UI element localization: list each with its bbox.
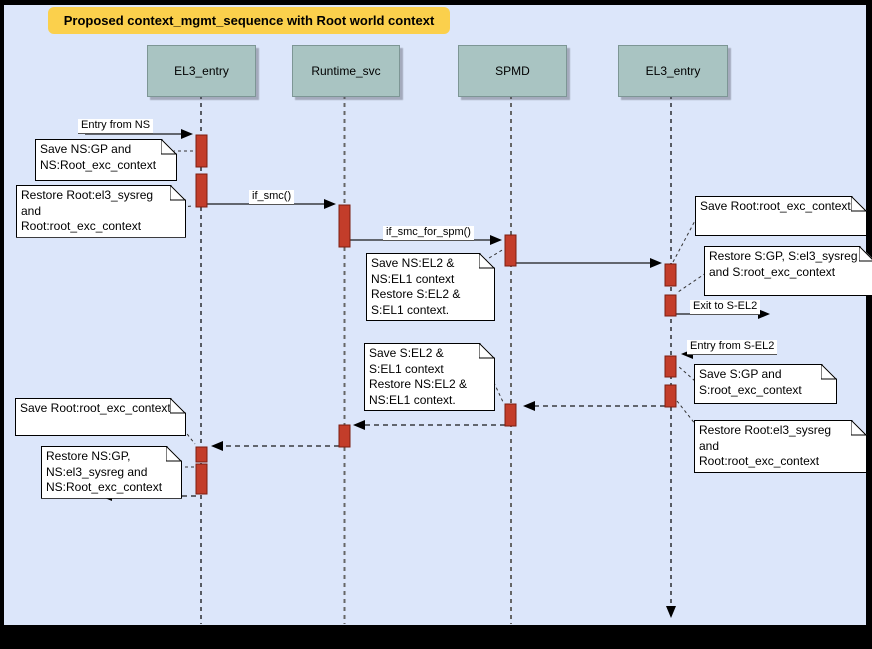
activation-bar [664, 294, 677, 317]
message-label-entry-from-ns: Entry from NS [78, 119, 154, 134]
message-label-entry-from-s-el2: Entry from S-EL2 [687, 340, 778, 355]
note-fold-icon [170, 398, 186, 414]
note-text: Save Root:root_exc_context [20, 401, 171, 415]
note-save-ns-gp: Save NS:GP and NS:Root_exc_context [35, 139, 177, 181]
note-connector [175, 419, 196, 445]
note-fold-icon [170, 185, 186, 201]
lifeline-label: Runtime_svc [311, 64, 381, 78]
note-connector [677, 365, 696, 382]
lifeline-header-el3-entry-left: EL3_entry [147, 45, 256, 97]
note-connector [672, 216, 698, 263]
note-save-s-el2: Save S:EL2 & S:EL1 context Restore NS:EL… [364, 343, 495, 411]
note-fold-icon [821, 364, 837, 380]
lifeline-label: EL3_entry [174, 64, 229, 78]
note-fold-icon [851, 196, 867, 212]
note-fold-icon [166, 446, 182, 462]
note-text: Save S:EL2 & S:EL1 context Restore NS:EL… [369, 346, 468, 407]
note-save-root-exc-right: Save Root:root_exc_context [695, 196, 867, 236]
activation-bar [338, 204, 351, 248]
lifeline-label: EL3_entry [645, 64, 701, 78]
activation-bar [664, 263, 677, 287]
activation-bar [195, 446, 208, 463]
activation-bar [504, 403, 517, 427]
note-text: Save NS:EL2 & NS:EL1 context Restore S:E… [371, 256, 461, 317]
note-connector [483, 248, 505, 262]
note-fold-icon [479, 343, 495, 359]
note-restore-ns-gp: Restore NS:GP, NS:el3_sysreg and NS:Root… [41, 446, 182, 499]
lifeline-label: SPMD [495, 64, 530, 78]
note-connector [677, 272, 707, 293]
note-fold-icon [161, 139, 177, 155]
note-fold-icon [479, 253, 495, 269]
note-text: Restore NS:GP, NS:el3_sysreg and NS:Root… [46, 449, 163, 495]
note-restore-root-el3-sysreg-left: Restore Root:el3_sysreg and Root:root_ex… [16, 185, 186, 238]
note-text: Restore Root:el3_sysreg and Root:root_ex… [699, 423, 832, 469]
activation-bars [195, 134, 677, 495]
activation-bar [664, 384, 677, 408]
note-restore-root-el3-sysreg-right: Restore Root:el3_sysreg and Root:root_ex… [694, 420, 867, 473]
note-text: Save Root:root_exc_context [700, 199, 851, 213]
activation-bar [195, 134, 208, 168]
activation-bar [195, 173, 208, 208]
activation-bar [195, 463, 208, 495]
note-save-root-exc-left: Save Root:root_exc_context [15, 398, 186, 436]
diagram-title: Proposed context_mgmt_sequence with Root… [48, 7, 450, 34]
note-connector [676, 400, 697, 426]
note-text: Restore Root:el3_sysreg and Root:root_ex… [21, 188, 154, 234]
lifeline-header-runtime-svc: Runtime_svc [292, 45, 400, 97]
note-text: Save NS:GP and NS:Root_exc_context [40, 142, 157, 172]
activation-bar [504, 234, 517, 267]
message-label-if-smc-for-spm: if_smc_for_spm() [383, 226, 474, 241]
lifeline-header-el3-entry-right: EL3_entry [618, 45, 728, 97]
activation-bar [664, 355, 677, 378]
note-save-ns-el2: Save NS:EL2 & NS:EL1 context Restore S:E… [366, 253, 495, 321]
note-text: Save S:GP and S:root_exc_context [699, 367, 802, 397]
message-label-exit-to-s-el2: Exit to S-EL2 [690, 300, 761, 315]
message-label-if-smc: if_smc() [249, 190, 295, 205]
note-text: Restore S:GP, S:el3_sysreg and S:root_ex… [709, 249, 858, 279]
note-restore-s-gp: Restore S:GP, S:el3_sysreg and S:root_ex… [704, 246, 872, 296]
lifeline-header-spmd: SPMD [458, 45, 567, 97]
activation-bar [338, 424, 351, 448]
note-fold-icon [851, 420, 867, 436]
note-save-s-gp: Save S:GP and S:root_exc_context [694, 364, 837, 404]
